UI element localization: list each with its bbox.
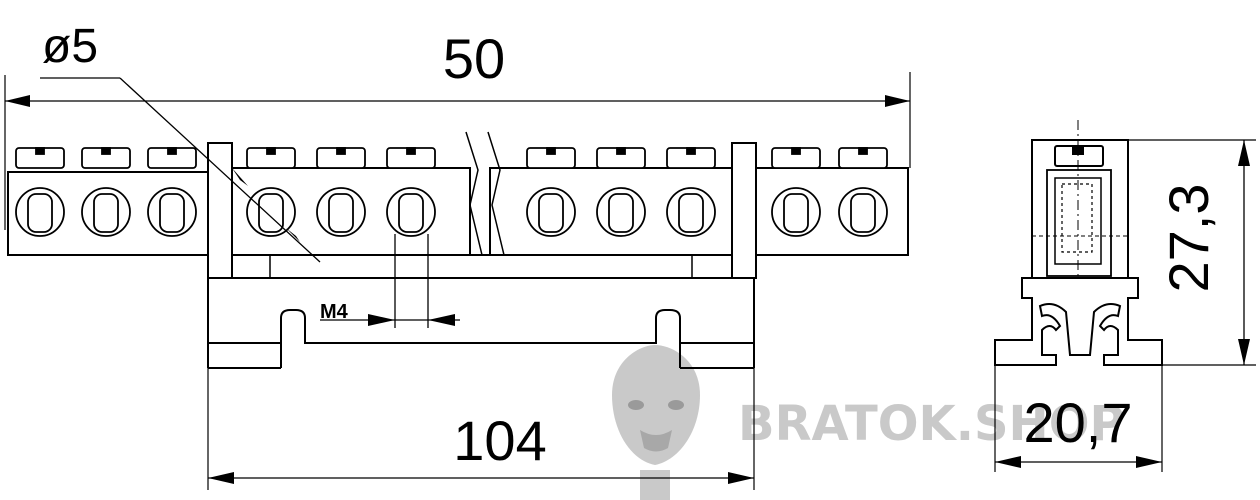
dimension-m4-label: M4	[320, 301, 349, 323]
dimension-50: 50	[5, 27, 910, 107]
terminal-hole	[147, 187, 197, 237]
terminal-hole	[246, 187, 296, 237]
screw-head	[147, 147, 197, 169]
screw-head	[81, 147, 131, 169]
terminal-hole	[81, 187, 131, 237]
dimension-m4: M4	[320, 234, 460, 328]
screw-head	[316, 147, 366, 169]
screw-head	[526, 147, 576, 169]
screw-head	[666, 147, 716, 169]
terminal-hole	[526, 187, 576, 237]
screw-heads	[15, 147, 888, 169]
terminal-hole	[596, 187, 646, 237]
screw-head	[771, 147, 821, 169]
dimension-diameter: ø5	[40, 20, 321, 263]
dimension-20-7: 20,7	[994, 365, 1163, 472]
terminal-hole	[838, 187, 888, 237]
watermark: BRATOK.SHOP	[612, 345, 1125, 500]
screw-head	[838, 147, 888, 169]
terminal-hole	[771, 187, 821, 237]
dimension-20-7-label: 20,7	[1024, 391, 1133, 454]
dimension-27-3-label: 27,3	[1157, 184, 1220, 293]
watermark-text: BRATOK.SHOP	[738, 396, 1125, 452]
dimension-diameter-label: ø5	[42, 20, 98, 73]
side-view	[994, 120, 1163, 366]
dimension-50-label: 50	[443, 27, 505, 90]
terminal-hole	[666, 187, 716, 237]
dimension-104: 104	[208, 409, 754, 484]
terminal-hole	[386, 187, 436, 237]
dimension-104-label: 104	[453, 409, 546, 472]
screw-head	[246, 147, 296, 169]
terminal-hole	[316, 187, 366, 237]
screw-head	[15, 147, 65, 169]
dimension-27-3: 27,3	[1128, 139, 1256, 366]
screw-head	[386, 147, 436, 169]
terminal-holes	[15, 187, 888, 237]
screw-head	[596, 147, 646, 169]
gorilla-head-icon	[612, 345, 700, 500]
terminal-hole	[15, 187, 65, 237]
